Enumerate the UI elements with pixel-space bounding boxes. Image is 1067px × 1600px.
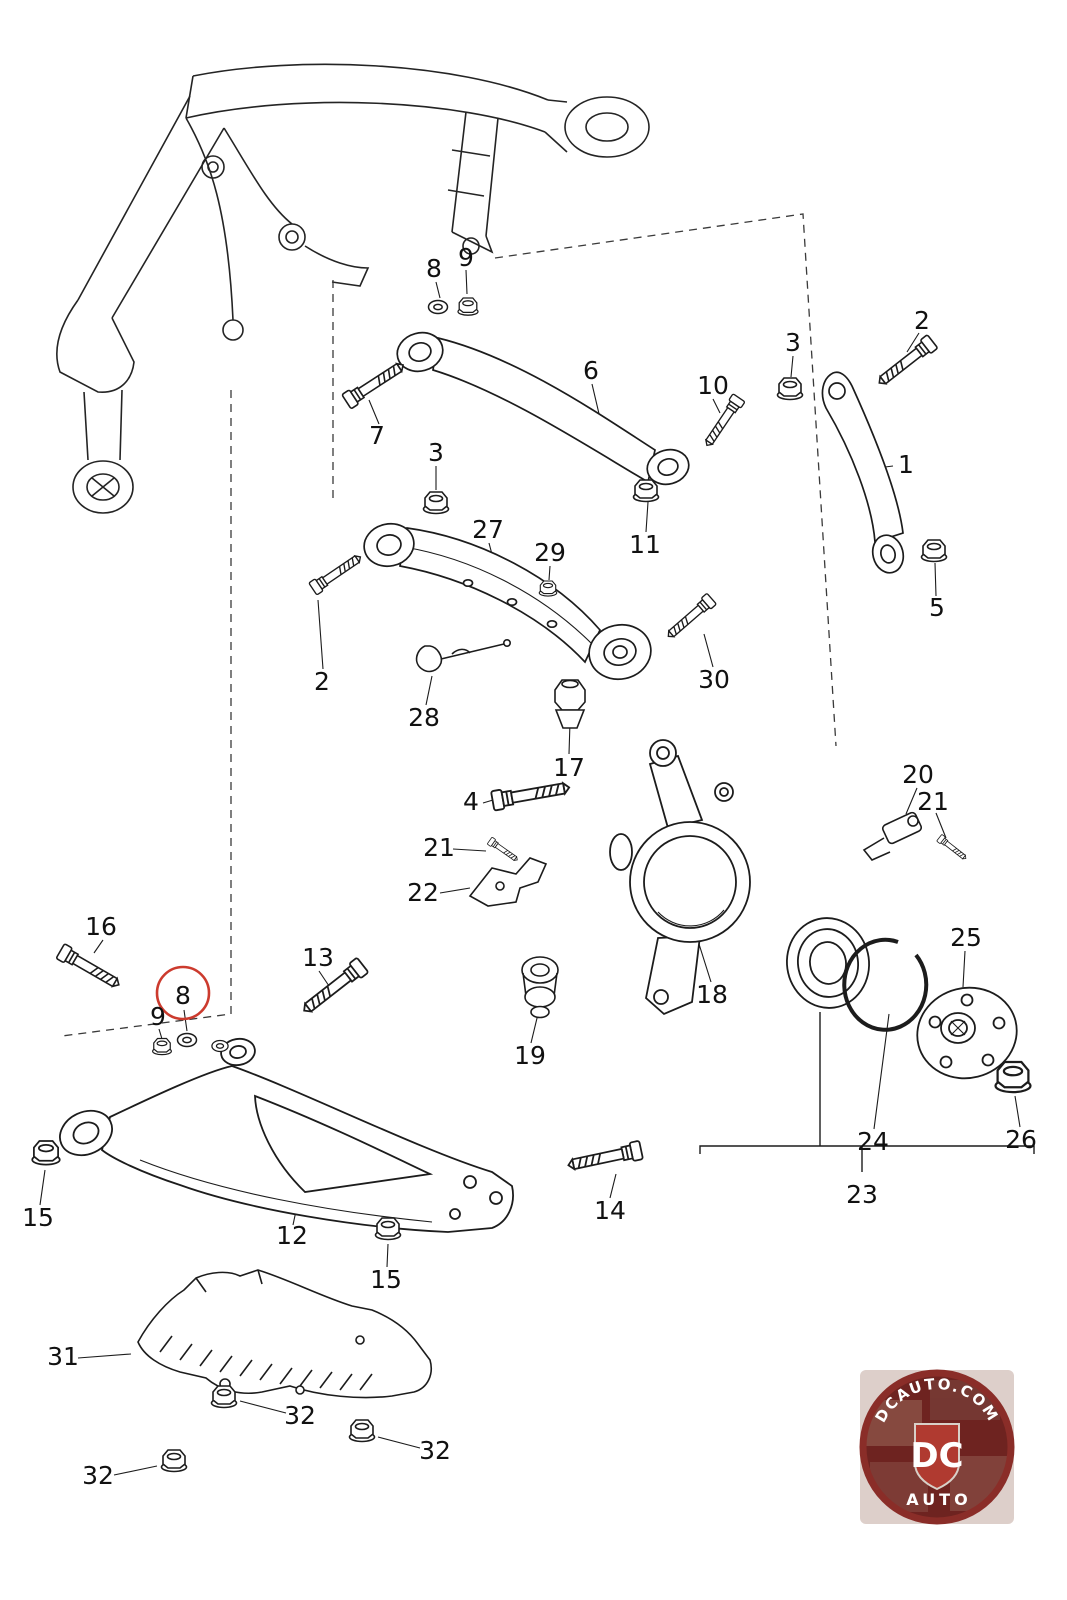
nut-9-bottom (152, 1037, 172, 1056)
watermark-shield (914, 1423, 960, 1491)
link-arm-1 (821, 371, 905, 574)
part-label-2-topright: 2 (914, 306, 930, 335)
part-label-32-c: 32 (82, 1461, 114, 1490)
bracket-22 (468, 857, 548, 907)
bolt-7 (341, 357, 409, 410)
part-label-12: 12 (276, 1221, 308, 1250)
bolt-30 (662, 592, 718, 643)
bolt-2-top-right (873, 333, 939, 391)
snap-ring-24 (842, 937, 929, 1032)
part-label-22: 22 (407, 878, 439, 907)
nut-32-a (210, 1385, 238, 1409)
nut-9-top (457, 297, 479, 316)
nut-3-right (776, 377, 804, 401)
nut-32-b (348, 1419, 376, 1443)
part-label-32-a: 32 (284, 1401, 316, 1430)
part-label-1: 1 (898, 450, 914, 479)
leader-lines (39, 269, 1021, 1476)
bolt-16 (55, 942, 124, 993)
part-label-6: 6 (583, 356, 599, 385)
protective-cover-31 (137, 1269, 432, 1399)
nut-15-bottom (374, 1217, 402, 1241)
wheel-carrier-18 (609, 739, 751, 1016)
part-label-25: 25 (950, 923, 982, 952)
nut-3-left (422, 491, 450, 515)
part-label-11: 11 (629, 530, 661, 559)
part-label-13: 13 (302, 943, 334, 972)
bolt-14 (565, 1139, 644, 1176)
nut-15-left (31, 1140, 61, 1166)
part-label-16: 16 (85, 912, 117, 941)
part-label-31: 31 (47, 1342, 79, 1371)
bracket-span-23 (699, 1012, 1035, 1172)
part-label-21-left: 21 (423, 833, 455, 862)
bolt-21-left (486, 836, 521, 864)
washer-8-bottom (176, 1032, 198, 1048)
part-label-23: 23 (846, 1180, 878, 1209)
nut-26 (994, 1060, 1032, 1094)
part-label-26: 26 (1005, 1125, 1037, 1154)
part-label-14: 14 (594, 1196, 626, 1225)
watermark-subtitle: AUTO (906, 1490, 971, 1509)
nut-5 (920, 539, 948, 563)
part-label-2-left: 2 (314, 667, 330, 696)
watermark-monogram: DC (910, 1436, 963, 1476)
part-label-27: 27 (472, 515, 504, 544)
nut-29 (538, 580, 558, 597)
retaining-clip-28 (415, 638, 511, 673)
part-label-21-right: 21 (917, 787, 949, 816)
part-label-3-left: 3 (428, 438, 444, 467)
wheel-hub-25 (916, 986, 1018, 1080)
part-label-3-right: 3 (785, 328, 801, 357)
part-label-28: 28 (408, 703, 440, 732)
nut-32-c (160, 1449, 188, 1473)
washer-extra (211, 1039, 229, 1053)
part-label-8-circled: 8 (175, 981, 191, 1010)
part-label-9-bottom: 9 (150, 1002, 166, 1031)
bolt-10 (700, 393, 746, 451)
bracket-20 (862, 811, 923, 861)
part-label-20: 20 (902, 760, 934, 789)
part-label-19: 19 (514, 1041, 546, 1070)
highlight-circle-part-8 (155, 965, 211, 1021)
wheel-bearing (786, 917, 870, 1009)
lock-nut-17 (554, 679, 586, 729)
rear-subframe (56, 63, 650, 514)
part-label-8-top: 8 (426, 254, 442, 283)
part-label-30: 30 (698, 665, 730, 694)
part-label-5: 5 (929, 593, 945, 622)
bump-stop-19 (521, 956, 559, 1019)
dcauto-watermark: DCAUTO.COM DC AUTO (859, 1369, 1015, 1525)
part-label-4: 4 (463, 787, 479, 816)
curved-link-arm-27 (363, 522, 652, 681)
part-label-29: 29 (534, 538, 566, 567)
watermark-ring (859, 1369, 1015, 1525)
part-label-32-b: 32 (419, 1436, 451, 1465)
part-label-24: 24 (857, 1127, 889, 1156)
part-label-7: 7 (369, 421, 385, 450)
upper-link-arm-6 (396, 331, 690, 486)
bolt-21-right (936, 833, 969, 863)
bolt-2-left (308, 550, 366, 596)
dashed-reference-lines (61, 213, 837, 1037)
lower-control-arm-12 (59, 1037, 514, 1233)
part-label-10: 10 (697, 371, 729, 400)
part-label-15-bottom: 15 (370, 1265, 402, 1294)
part-label-17: 17 (553, 753, 585, 782)
part-label-18: 18 (696, 980, 728, 1009)
bolt-4 (490, 776, 572, 812)
washer-8-top (427, 299, 449, 315)
nut-11 (632, 479, 660, 503)
part-label-9-top: 9 (458, 243, 474, 272)
part-label-15-left: 15 (22, 1203, 54, 1232)
